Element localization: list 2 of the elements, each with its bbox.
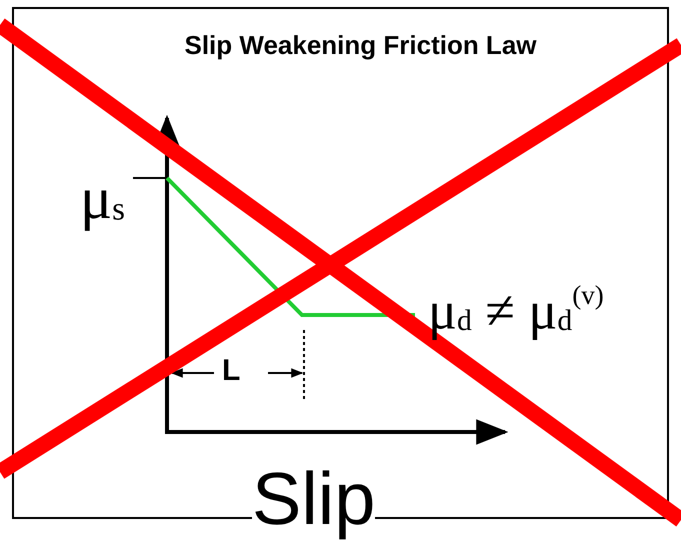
diagram-title: Slip Weakening Friction Law [183,30,538,61]
slip-distance-label: L [222,356,240,386]
